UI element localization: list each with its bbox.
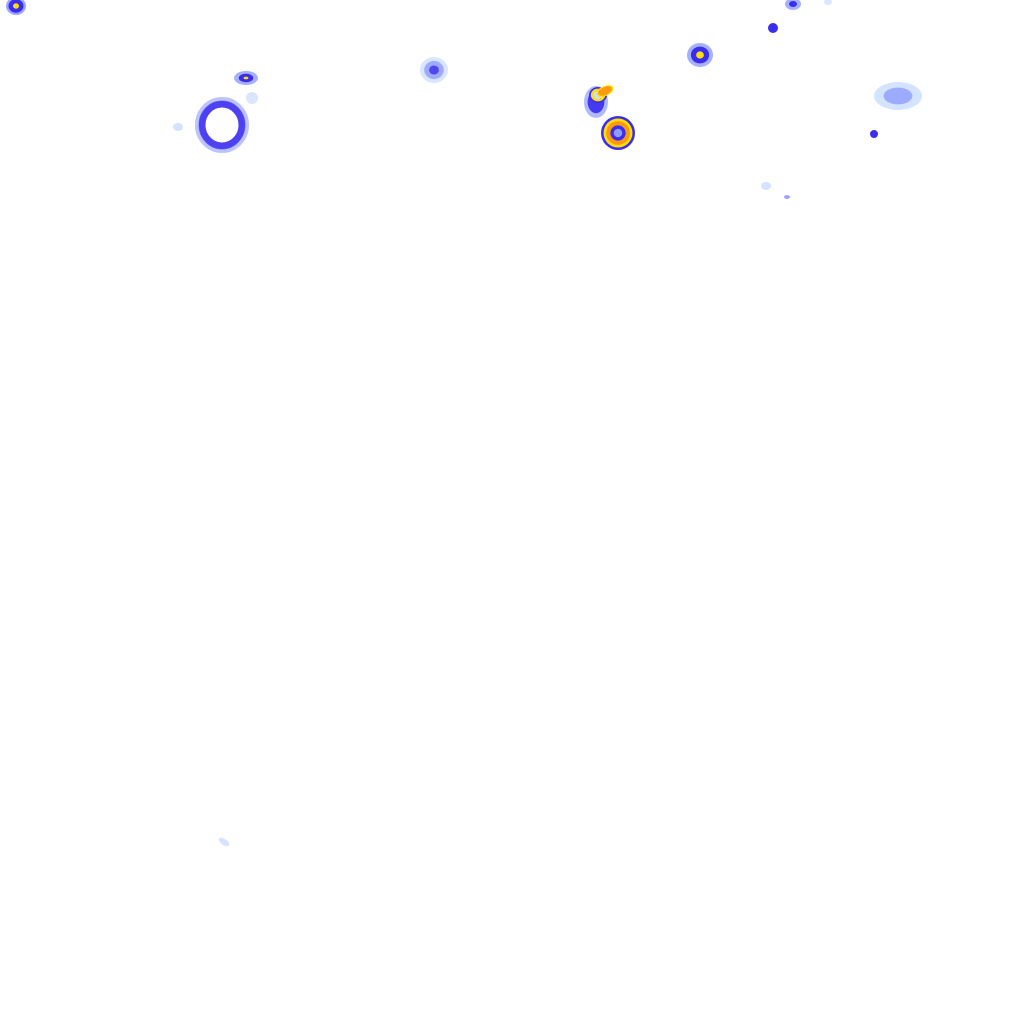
echo-cell bbox=[429, 65, 439, 75]
echo-cell bbox=[598, 86, 612, 96]
echo-cell bbox=[218, 837, 230, 847]
echo-cell bbox=[246, 92, 258, 104]
echo-cell bbox=[761, 182, 771, 190]
echo-cell bbox=[13, 3, 19, 9]
echo-cell bbox=[173, 123, 183, 131]
echo-cell bbox=[784, 195, 790, 199]
echo-cell bbox=[195, 97, 249, 153]
echo-cell bbox=[768, 23, 778, 33]
echo-cell bbox=[243, 76, 249, 80]
echo-cell bbox=[824, 0, 832, 5]
echo-cell bbox=[613, 128, 623, 138]
echo-cell bbox=[883, 87, 913, 105]
echo-cell bbox=[198, 100, 246, 150]
echo-cell bbox=[696, 51, 704, 59]
echo-cell bbox=[870, 130, 878, 138]
echo-cell bbox=[789, 1, 797, 7]
